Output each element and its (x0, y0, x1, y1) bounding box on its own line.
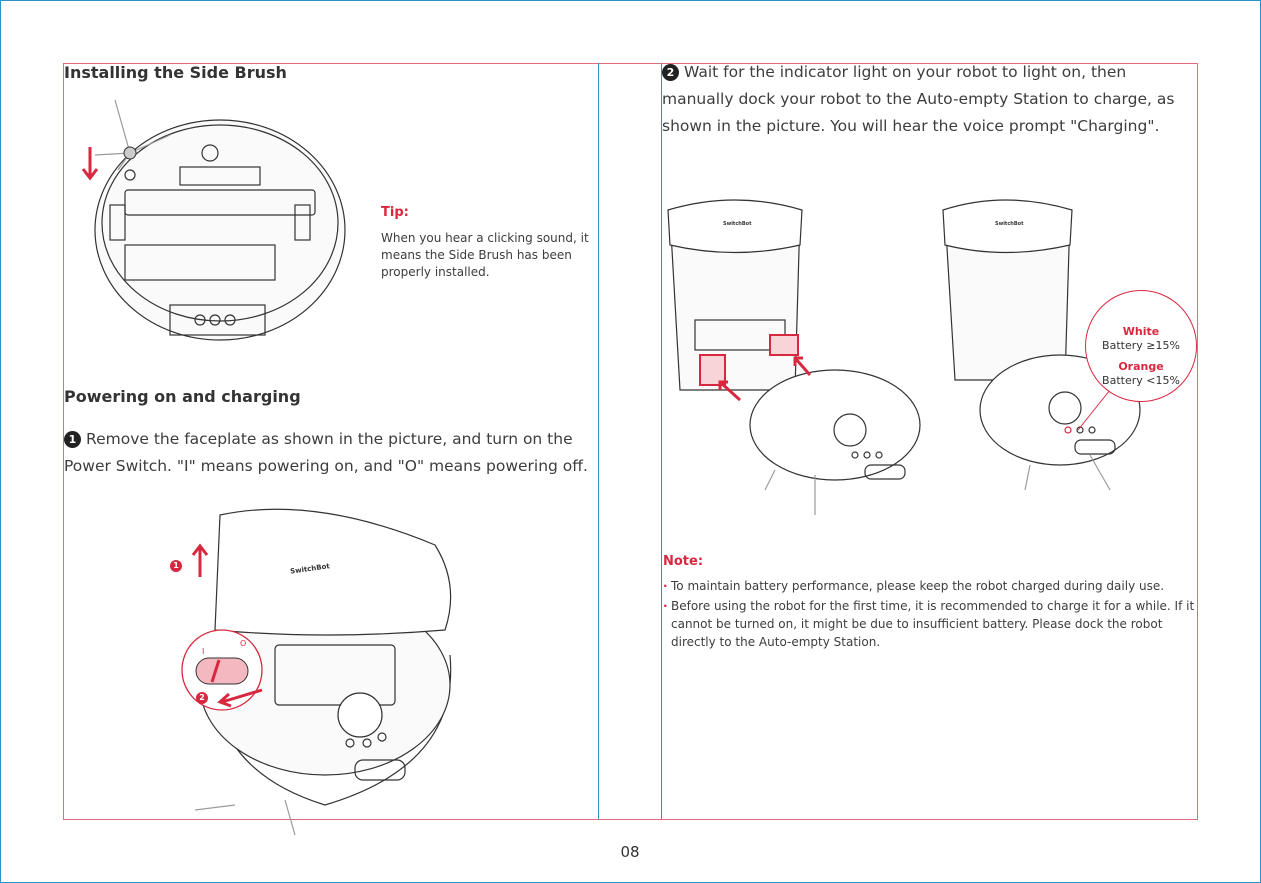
install-side-brush-title: Installing the Side Brush (64, 63, 287, 82)
callout-orange-label: Orange (1118, 360, 1164, 373)
down-arrow-icon (81, 147, 99, 181)
guide-gutter-right (661, 63, 662, 819)
guide-top (63, 63, 1198, 64)
marker-2-icon: 2 (196, 692, 208, 704)
page-number: 08 (620, 843, 640, 861)
note-item: ·To maintain battery performance, please… (663, 577, 1203, 595)
robot-underside-illustration (94, 99, 346, 341)
note-title: Note: (663, 554, 704, 569)
switch-label-off: O (240, 639, 246, 648)
robot-faceplate-illustration: SwitchBot (194, 508, 452, 836)
left-arrow-icon (217, 688, 263, 708)
guide-right (1197, 63, 1198, 819)
side-brush-bristle (114, 99, 131, 154)
switch-label-on: I (202, 647, 204, 656)
station-brand-left: SwitchBot (723, 221, 752, 227)
callout-orange-text: Battery <15% (1102, 374, 1180, 387)
note-bullet-icon: · (663, 599, 668, 613)
marker-1-icon: 1 (170, 560, 182, 572)
guide-left (63, 63, 64, 819)
step1-number-icon: 1 (64, 431, 81, 448)
callout-white-label: White (1122, 325, 1160, 338)
guide-bottom (63, 819, 1198, 820)
note-list: ·To maintain battery performance, please… (663, 577, 1203, 651)
note-text: To maintain battery performance, please … (671, 579, 1165, 593)
note-bullet-icon: · (663, 579, 668, 593)
station-docking-illustration: SwitchBot (667, 199, 921, 515)
guide-gutter-left (598, 63, 599, 819)
step2-body: Wait for the indicator light on your rob… (662, 63, 1175, 135)
tip-body: When you hear a clicking sound, it means… (381, 231, 589, 279)
callout-white-text: Battery ≥15% (1102, 339, 1180, 352)
powering-title: Powering on and charging (64, 387, 301, 406)
note-item: ·Before using the robot for the first ti… (663, 597, 1203, 651)
station-brand-right: SwitchBot (995, 221, 1024, 227)
note-text: Before using the robot for the first tim… (671, 599, 1195, 649)
step1-body: Remove the faceplate as shown in the pic… (64, 430, 588, 475)
step2-number-icon: 2 (662, 64, 679, 81)
tip-title: Tip: (381, 205, 409, 220)
battery-callout: White Battery ≥15% Orange Battery <15% (1085, 290, 1197, 402)
up-arrow-icon (191, 543, 209, 577)
power-switch-zoom: I O (181, 629, 263, 711)
